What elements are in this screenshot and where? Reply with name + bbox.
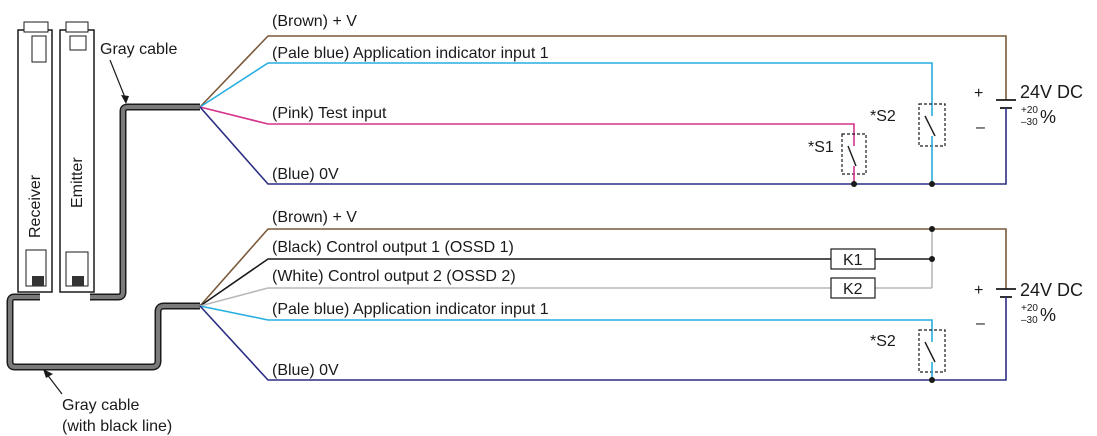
receiver-wire-brown <box>199 228 1007 307</box>
emitter-device: Emitter <box>59 21 95 293</box>
power-supply-receiver: + – 24V DC +20 –30 % <box>974 280 1083 332</box>
emitter-label-pink: (Pink) Test input <box>272 105 387 122</box>
switch-s2-receiver-label: *S2 <box>870 333 896 350</box>
emitter-label: Emitter <box>69 157 86 208</box>
receiver-wire-white <box>199 287 831 307</box>
supply-plus: + <box>974 85 983 102</box>
relay-k2-label: K2 <box>843 281 863 298</box>
emitter-wire-blue <box>199 106 1007 185</box>
leader-arrow-bottom <box>43 369 63 395</box>
gray-cable-bottom <box>6 293 200 371</box>
gray-cable-label-top: Gray cable <box>100 41 177 58</box>
leader-arrow-top <box>109 59 129 104</box>
receiver-label-black: (Black) Control output 1 (OSSD 1) <box>272 239 514 256</box>
receiver-label-blue: (Blue) 0V <box>272 362 339 379</box>
receiver-wire-blue <box>199 305 1007 381</box>
emitter-circuit: *S1 *S2 + – 24V DC +20 –30 % (Brown) + V… <box>199 13 1083 187</box>
switch-s1-label: *S1 <box>808 139 834 156</box>
switch-s2-emitter <box>918 103 946 187</box>
receiver-wire-black <box>199 258 831 307</box>
supply-voltage: 24V DC <box>1020 82 1083 102</box>
supply-unit: % <box>1040 107 1056 127</box>
switch-s2-receiver <box>918 329 946 383</box>
receiver-label: Receiver <box>27 174 44 238</box>
emitter-wire-brown <box>199 35 1007 108</box>
supply-unit: % <box>1040 305 1056 325</box>
supply-voltage: 24V DC <box>1020 280 1083 300</box>
receiver-label-white: (White) Control output 2 (OSSD 2) <box>272 268 516 285</box>
gray-cable-top <box>90 103 200 301</box>
emitter-wire-pale-blue <box>199 62 933 110</box>
supply-minus: – <box>976 315 985 332</box>
gray-cable-label-bottom-1: Gray cable <box>62 397 139 414</box>
relay-k1-label: K1 <box>843 252 863 269</box>
switch-s1 <box>841 133 867 187</box>
relay-k1: K1 <box>830 248 876 270</box>
switch-s2-emitter-label: *S2 <box>870 108 896 125</box>
receiver-circuit: K1 K2 *S2 + – 24V DC +20 –30 % <box>199 209 1083 383</box>
gray-cable-label-bottom-2: (with black line) <box>62 418 172 435</box>
supply-minus: – <box>976 119 985 136</box>
receiver-wire-pale-blue <box>199 305 933 336</box>
power-supply-emitter: + – 24V DC +20 –30 % <box>974 82 1083 136</box>
supply-tol-minus: –30 <box>1021 315 1038 326</box>
emitter-label-blue: (Blue) 0V <box>272 166 339 183</box>
receiver-label-pale-blue: (Pale blue) Application indicator input … <box>272 301 549 318</box>
supply-tol-plus: +20 <box>1021 105 1038 116</box>
supply-plus: + <box>974 282 983 299</box>
relay-k2: K2 <box>830 277 876 299</box>
receiver-device: Receiver <box>17 21 53 293</box>
emitter-wire-pink <box>199 106 855 136</box>
supply-tol-plus: +20 <box>1021 303 1038 314</box>
emitter-label-brown: (Brown) + V <box>272 13 357 30</box>
supply-tol-minus: –30 <box>1021 117 1038 128</box>
emitter-label-pale-blue: (Pale blue) Application indicator input … <box>272 45 549 62</box>
receiver-label-brown: (Brown) + V <box>272 209 357 226</box>
